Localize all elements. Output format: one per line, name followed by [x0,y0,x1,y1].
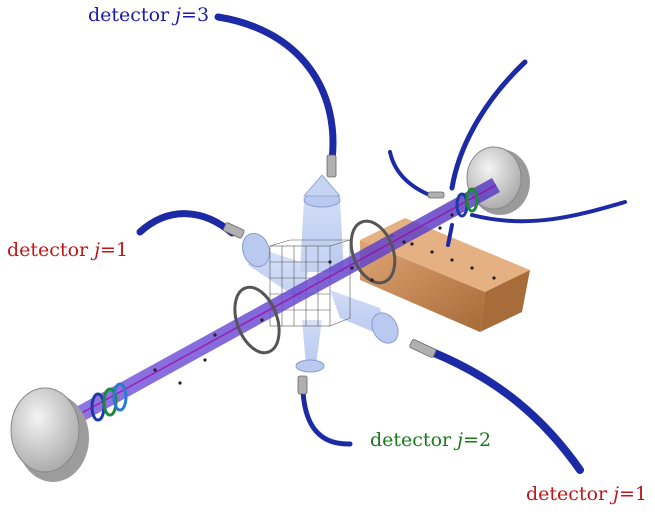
label-eq: =1 [100,239,129,261]
modulators [90,187,479,422]
fiber-top-right-d [446,223,454,247]
fiber-top-right-a [449,59,528,191]
fiber-top-right-c [470,200,627,224]
label-eq: =3 [181,4,210,26]
fiber-top-right-b [388,150,434,198]
label-name: detector [88,4,170,26]
fiber-det1-left [136,210,236,237]
label-eq: =2 [463,429,492,451]
label-var: j [94,239,101,261]
label-name: detector [526,483,608,505]
cone-det3 [300,200,344,272]
label-eq: =1 [619,483,648,505]
coils [233,219,397,355]
fiber-det3 [214,13,337,164]
cone-det2 [302,320,322,365]
fiber-det1-bottom [428,348,584,474]
label-detector-j2: detector j=2 [370,431,491,450]
optical-fibers [136,13,627,474]
label-name: detector [370,429,452,451]
label-var: j [175,4,182,26]
label-detector-j1-bottom: detector j=1 [526,485,647,504]
label-var: j [613,483,620,505]
label-var: j [457,429,464,451]
mirror-near [10,387,89,482]
label-name: detector [7,239,89,261]
collection-cones [241,174,399,373]
label-detector-j3: detector j=3 [88,6,209,25]
fiber-det2 [300,389,353,447]
ferrules [223,154,445,395]
label-detector-j1-left: detector j=1 [7,241,128,260]
